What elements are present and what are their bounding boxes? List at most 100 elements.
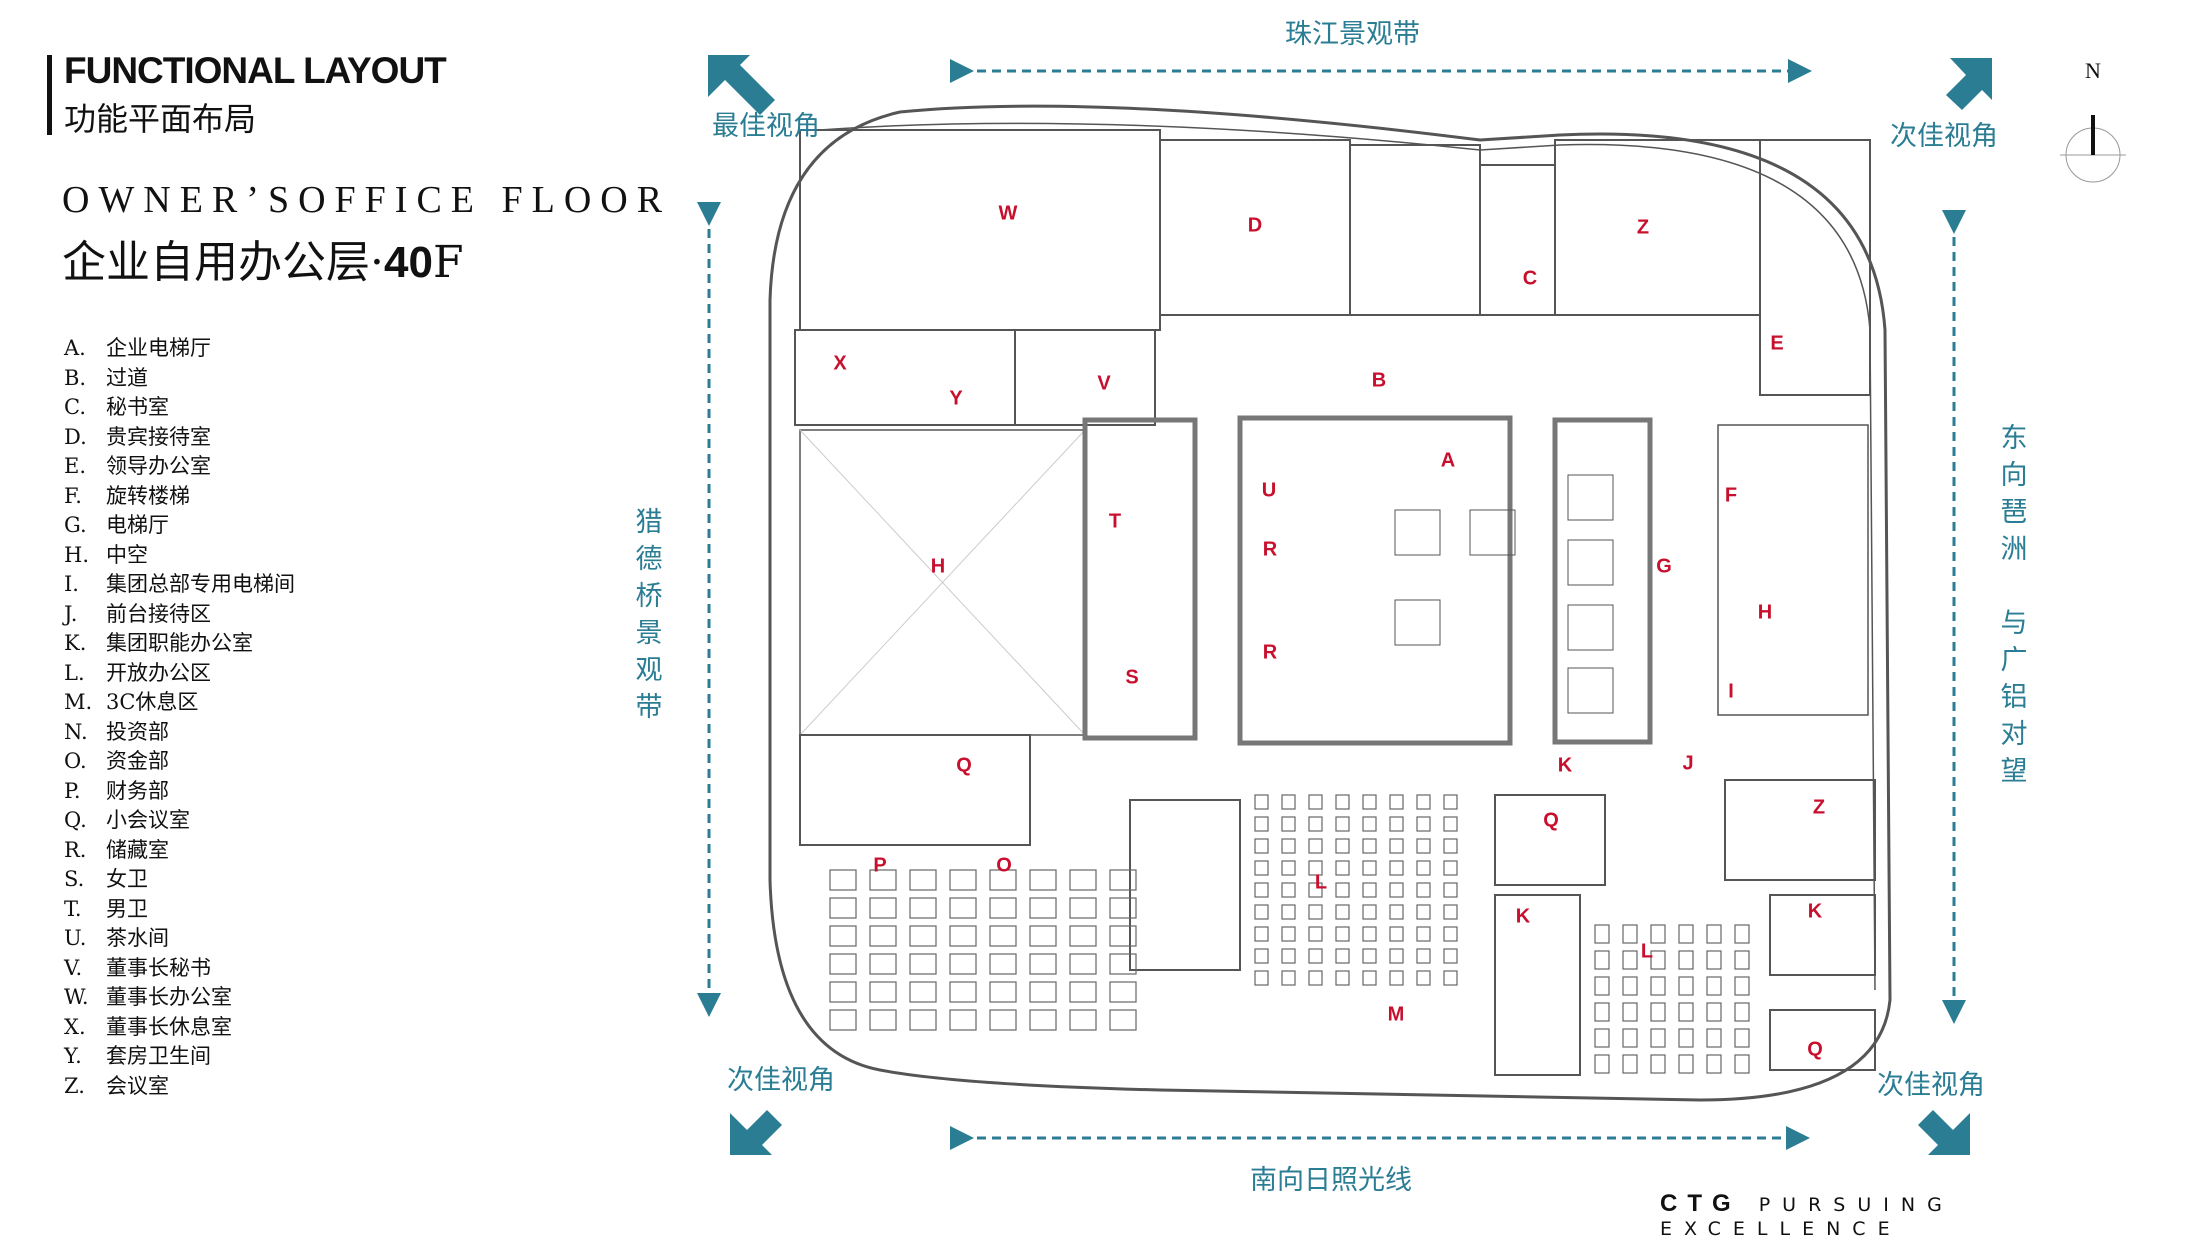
desk bbox=[1706, 1002, 1722, 1022]
desk bbox=[1281, 882, 1296, 898]
desk bbox=[1281, 794, 1296, 810]
desk bbox=[1254, 904, 1269, 920]
desk bbox=[1254, 970, 1269, 986]
legend-label: 秘书室 bbox=[106, 395, 169, 419]
legend-item: E.领导办公室 bbox=[64, 452, 295, 482]
desk bbox=[1335, 794, 1350, 810]
desk bbox=[1335, 860, 1350, 876]
desk bbox=[1029, 1009, 1057, 1031]
desk bbox=[1109, 925, 1137, 947]
desk bbox=[1622, 1028, 1638, 1048]
legend-key: T. bbox=[64, 896, 82, 921]
desk bbox=[1335, 948, 1350, 964]
desk bbox=[1706, 924, 1722, 944]
room-v bbox=[1014, 329, 1156, 426]
room-label-w: W bbox=[998, 202, 1018, 225]
desk bbox=[1308, 904, 1323, 920]
room-label-b: B bbox=[1371, 369, 1387, 392]
room-label-k: K bbox=[1515, 905, 1531, 928]
desk bbox=[1254, 948, 1269, 964]
view-char: 洲 bbox=[2000, 534, 2028, 565]
view-char: 望 bbox=[2000, 756, 2028, 787]
arrow-top-right-icon bbox=[1946, 58, 1992, 110]
desk bbox=[1069, 869, 1097, 891]
desk bbox=[1622, 976, 1638, 996]
desk bbox=[1706, 976, 1722, 996]
desk bbox=[1706, 1028, 1722, 1048]
desk bbox=[1706, 950, 1722, 970]
room-label-j: J bbox=[1682, 752, 1694, 775]
desk bbox=[1443, 948, 1458, 964]
legend-label: 小会议室 bbox=[106, 808, 190, 832]
room-z-top bbox=[1554, 139, 1761, 316]
desk bbox=[1416, 948, 1431, 964]
legend-item: V.董事长秘书 bbox=[64, 954, 295, 984]
desk bbox=[1594, 976, 1610, 996]
desk bbox=[1029, 981, 1057, 1003]
room-label-l: L bbox=[1314, 871, 1328, 894]
desk bbox=[1678, 1054, 1694, 1074]
room-label-r: R bbox=[1262, 641, 1278, 664]
desk bbox=[1594, 924, 1610, 944]
desk bbox=[1109, 981, 1137, 1003]
desk bbox=[949, 869, 977, 891]
legend-label: 集团总部专用电梯间 bbox=[106, 572, 295, 596]
legend-label: 董事长办公室 bbox=[106, 985, 232, 1009]
desk bbox=[829, 1009, 857, 1031]
desk bbox=[1389, 970, 1404, 986]
desk bbox=[909, 869, 937, 891]
legend-label: 储藏室 bbox=[106, 837, 169, 862]
legend-item: L.开放办公区 bbox=[64, 659, 295, 689]
legend-item: W.董事长办公室 bbox=[64, 983, 295, 1013]
desk bbox=[1109, 897, 1137, 919]
legend-label: 会议室 bbox=[106, 1073, 169, 1098]
legend-key: C. bbox=[64, 395, 86, 419]
desk bbox=[1281, 926, 1296, 942]
desk bbox=[1308, 816, 1323, 832]
legend-key: F. bbox=[64, 483, 82, 508]
legend-label: 旋转楼梯 bbox=[106, 483, 190, 508]
legend-item: C. 秘书室 bbox=[64, 393, 295, 423]
legend-label: 过道 bbox=[106, 365, 148, 390]
room-w bbox=[799, 129, 1161, 331]
desk bbox=[1650, 924, 1666, 944]
room-e bbox=[1759, 139, 1871, 396]
desk bbox=[1416, 860, 1431, 876]
legend-key: X. bbox=[64, 1014, 86, 1039]
room-label-x: X bbox=[833, 352, 847, 375]
desk bbox=[1650, 1028, 1666, 1048]
desk bbox=[1069, 953, 1097, 975]
legend-label: 3C休息区 bbox=[106, 690, 199, 714]
desk bbox=[1335, 970, 1350, 986]
elevator-icon bbox=[1394, 509, 1441, 556]
desk bbox=[1443, 794, 1458, 810]
room-label-p: P bbox=[873, 854, 887, 877]
desk bbox=[1678, 924, 1694, 944]
view-bottom-label: 南向日照光线 bbox=[1250, 1165, 1412, 1196]
legend-key: J. bbox=[64, 601, 78, 626]
desk bbox=[829, 925, 857, 947]
desk bbox=[829, 869, 857, 891]
desk bbox=[1254, 860, 1269, 876]
desk bbox=[1389, 838, 1404, 854]
desk bbox=[1362, 794, 1377, 810]
view-right-label: 东向琶洲与广铝对望 bbox=[1999, 420, 2029, 790]
desk bbox=[1281, 948, 1296, 964]
legend-label: 男卫 bbox=[106, 896, 148, 921]
desk bbox=[1281, 816, 1296, 832]
room-label-f: F bbox=[1724, 484, 1738, 507]
legend-item: H.中空 bbox=[64, 541, 295, 571]
room-label-q: Q bbox=[956, 754, 972, 777]
desk bbox=[1389, 816, 1404, 832]
desk bbox=[1389, 860, 1404, 876]
room-label-q: Q bbox=[1543, 809, 1559, 832]
compass-north-label: N bbox=[2085, 58, 2101, 83]
desk bbox=[1308, 794, 1323, 810]
view-char: 东 bbox=[2000, 423, 2028, 454]
legend-label: 开放办公区 bbox=[106, 660, 211, 685]
legend-key: B. bbox=[64, 365, 87, 390]
desk bbox=[1443, 882, 1458, 898]
legend-key: S. bbox=[64, 867, 85, 891]
desk bbox=[909, 925, 937, 947]
legend-item: O.资金部 bbox=[64, 747, 295, 777]
